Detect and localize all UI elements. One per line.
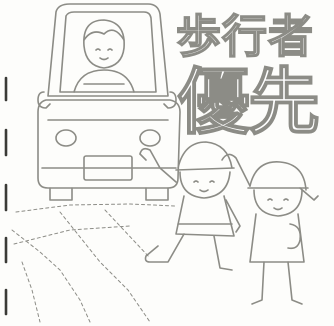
slogan-line1: 歩行者: [175, 10, 315, 63]
pedestrian-child-right: [221, 153, 319, 305]
car-illustration: [37, 3, 181, 201]
pedestrian-child-left: [139, 141, 241, 271]
crosswalk-stripes-icon: [11, 203, 176, 323]
slogan-line2: 優先: [177, 60, 321, 144]
driver-figure: [73, 19, 135, 93]
